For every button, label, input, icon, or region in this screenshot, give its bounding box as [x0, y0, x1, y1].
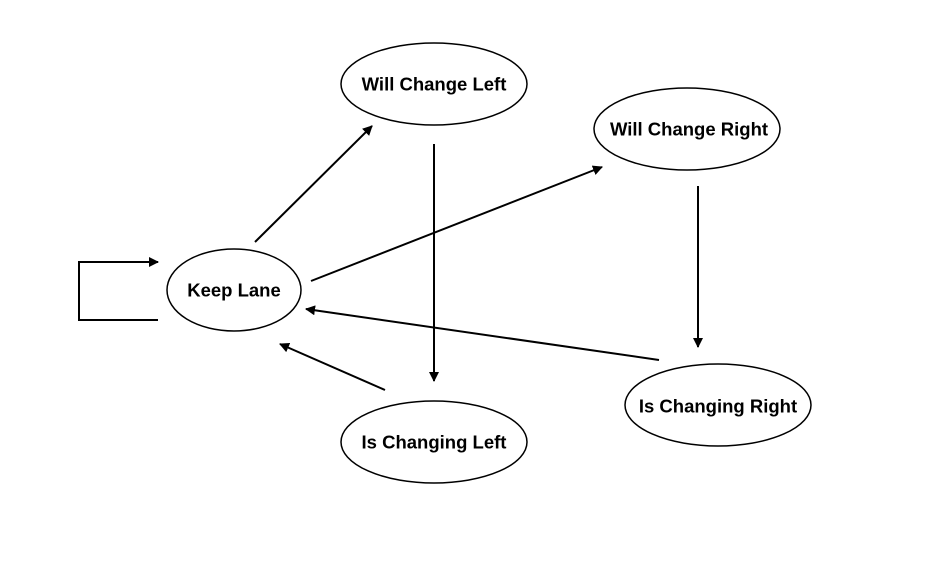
edge-keep-lane-to-will-change-right — [310, 165, 603, 282]
edge-keep-lane-to-will-change-left — [254, 125, 373, 243]
state-will-change-right: Will Change Right — [593, 87, 781, 171]
state-is-changing-right: Is Changing Right — [624, 363, 812, 447]
state-will-change-right-label: Will Change Right — [610, 119, 768, 140]
state-keep-lane: Keep Lane — [166, 248, 302, 332]
state-will-change-right-shape — [593, 87, 781, 171]
state-keep-lane-shape — [166, 248, 302, 332]
state-is-changing-left: Is Changing Left — [340, 400, 528, 484]
state-will-change-left-shape — [340, 42, 528, 126]
state-keep-lane-label: Keep Lane — [187, 280, 281, 301]
state-is-changing-left-shape — [340, 400, 528, 484]
edge-is-changing-left-to-keep-lane — [279, 343, 386, 391]
state-is-changing-right-shape — [624, 363, 812, 447]
state-will-change-left: Will Change Left — [340, 42, 528, 126]
state-is-changing-left-label: Is Changing Left — [362, 432, 507, 453]
edge-is-changing-right-to-keep-lane — [305, 305, 660, 361]
edge-keep-lane-self-loop — [78, 257, 159, 321]
state-will-change-left-label: Will Change Left — [362, 74, 507, 95]
state-is-changing-right-label: Is Changing Right — [639, 396, 797, 417]
